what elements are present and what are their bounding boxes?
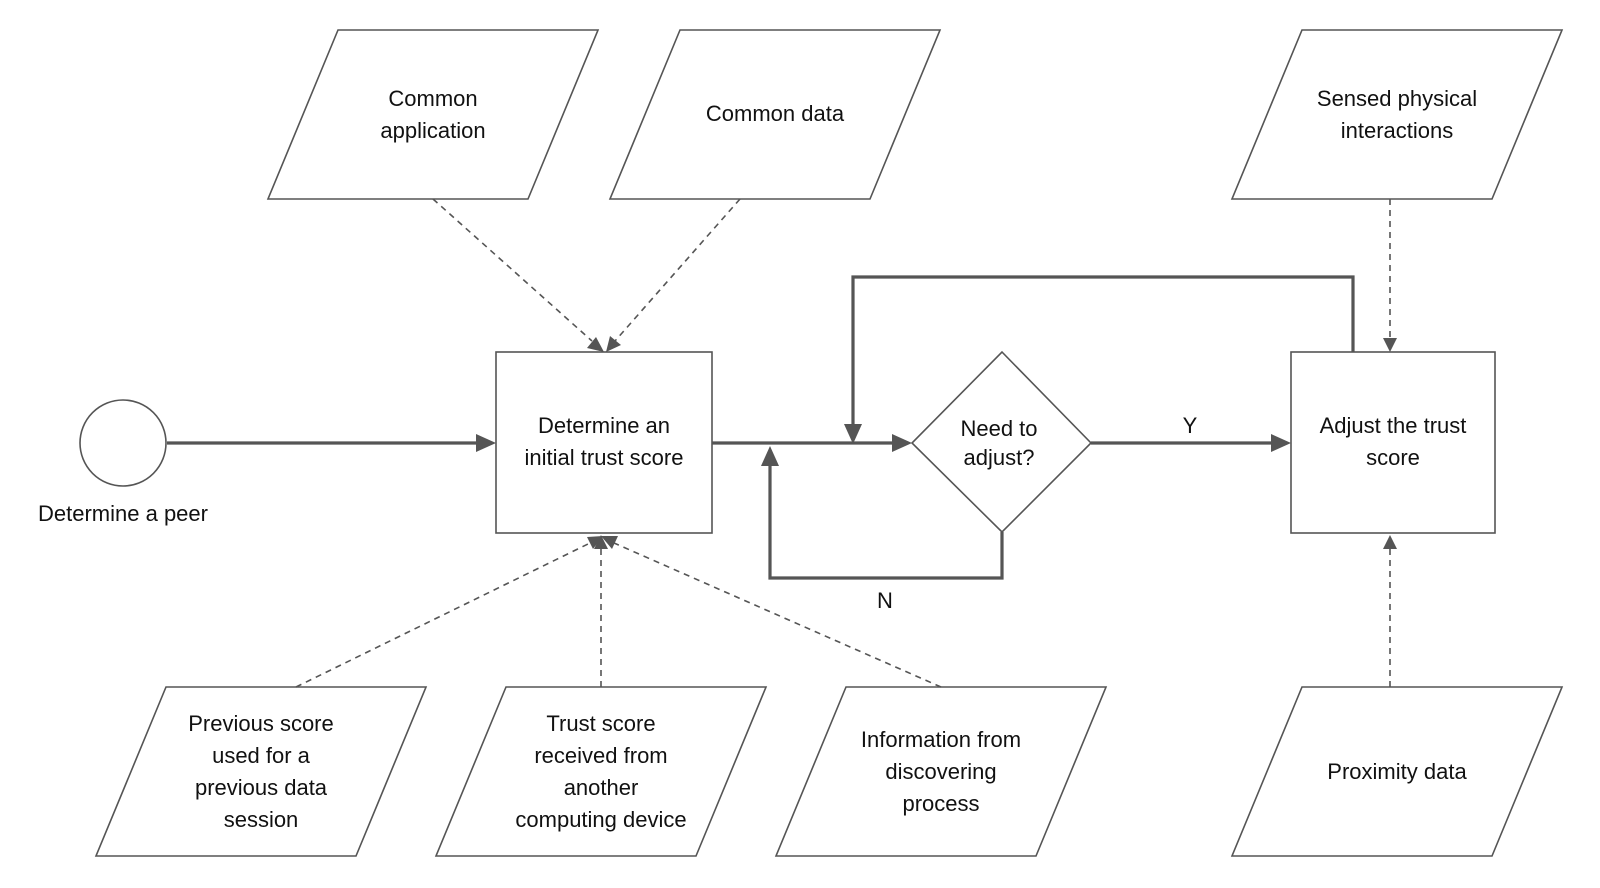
discovering-info-line-3: process	[902, 791, 979, 816]
trust-received-line-4: computing device	[515, 807, 686, 832]
trust-received-line-1: Trust score	[546, 711, 655, 736]
adjust-line-2: score	[1366, 445, 1420, 470]
yes-label: Y	[1183, 413, 1198, 438]
trust-received-line-3: another	[564, 775, 639, 800]
previous-score-line-2: used for a	[212, 743, 311, 768]
common-application-line-2: application	[380, 118, 485, 143]
trust-received-line-2: received from	[534, 743, 667, 768]
input-proximity-data: Proximity data	[1230, 686, 1564, 857]
previous-score-line-3: previous data	[195, 775, 328, 800]
flow-lines	[167, 275, 1355, 580]
input-common-application: Common application	[266, 29, 600, 200]
dashed-connectors	[295, 198, 1397, 688]
start-label: Determine a peer	[38, 501, 208, 526]
process-initial-trust-score: Determine an initial trust score	[495, 351, 713, 534]
decision-line-1: Need to	[960, 416, 1037, 441]
sensed-physical-line-1: Sensed physical	[1317, 86, 1477, 111]
decision-line-2: adjust?	[964, 445, 1035, 470]
discovering-info-line-1: Information from	[861, 727, 1021, 752]
previous-score-line-1: Previous score	[188, 711, 334, 736]
decision-need-to-adjust: Need to adjust?	[910, 350, 1093, 534]
start-node: Determine a peer	[38, 399, 208, 526]
common-data-label: Common data	[706, 101, 845, 126]
input-common-data: Common data	[608, 29, 942, 200]
common-application-line-1: Common	[388, 86, 477, 111]
sensed-physical-line-2: interactions	[1341, 118, 1454, 143]
input-previous-score: Previous score used for a previous data …	[94, 686, 428, 857]
input-discovering-information: Information from discovering process	[774, 686, 1108, 857]
initial-score-line-1: Determine an	[538, 413, 670, 438]
proximity-label: Proximity data	[1327, 759, 1467, 784]
input-trust-score-received: Trust score received from another comput…	[434, 686, 768, 857]
input-sensed-physical-interactions: Sensed physical interactions	[1230, 29, 1564, 200]
initial-score-line-2: initial trust score	[525, 445, 684, 470]
discovering-info-line-2: discovering	[885, 759, 996, 784]
no-label: N	[877, 588, 893, 613]
adjust-line-1: Adjust the trust	[1320, 413, 1467, 438]
previous-score-line-4: session	[224, 807, 299, 832]
process-adjust-trust-score: Adjust the trust score	[1290, 351, 1496, 534]
